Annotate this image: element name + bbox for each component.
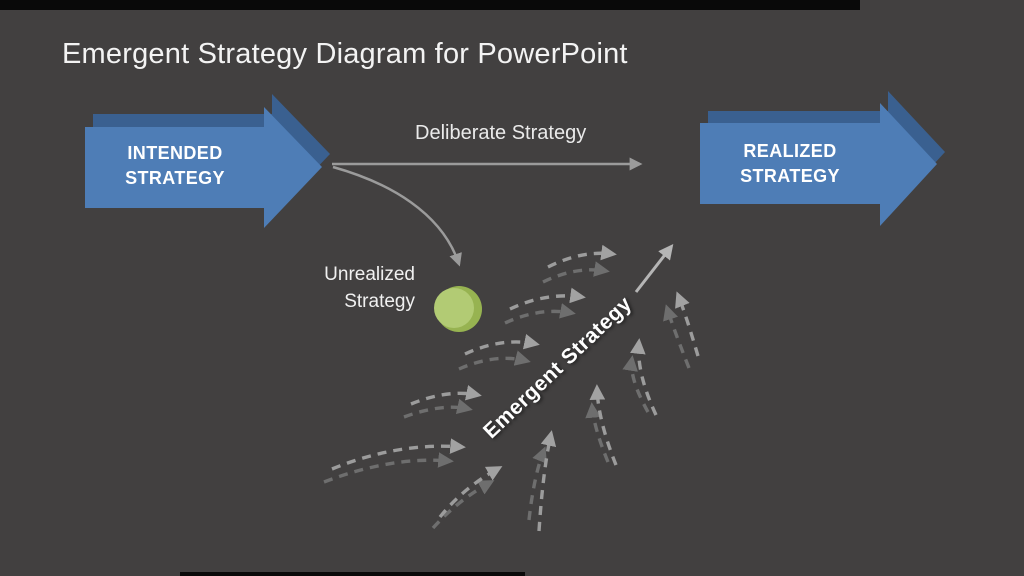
bottom-black-bar <box>180 572 525 576</box>
deliberate-strategy-label: Deliberate Strategy <box>415 122 587 144</box>
dashed-arrow-light <box>630 338 658 416</box>
dashed-arrow-light <box>410 385 482 406</box>
dashed-arrow-light <box>331 438 466 471</box>
intended-strategy-line2: STRATEGY <box>125 168 225 188</box>
realized-strategy-label: REALIZED STRATEGY <box>700 139 880 189</box>
page-title: Emergent Strategy Diagram for PowerPoint <box>62 38 628 70</box>
dashed-arrow-light <box>589 384 618 466</box>
realized-strategy-line1: REALIZED <box>743 141 837 161</box>
dashed-arrow-light <box>547 244 617 269</box>
intended-strategy-label: INTENDED STRATEGY <box>85 141 265 191</box>
unrealized-strategy-dot <box>434 286 482 332</box>
unrealized-strategy-line2: Strategy <box>344 291 415 312</box>
dashed-arrow-dark <box>458 350 531 371</box>
dashed-arrow-dark <box>323 452 454 484</box>
top-black-bar <box>0 0 860 10</box>
dashed-arrow-light <box>438 466 503 519</box>
dashed-arrow-dark <box>504 303 576 325</box>
unrealized-curve-arrow <box>332 165 462 267</box>
dashed-arrow-light <box>464 333 540 356</box>
dashed-arrow-dark <box>663 304 691 369</box>
unrealized-strategy-line1: Unrealized <box>324 264 415 285</box>
dashed-arrow-dark <box>542 261 610 284</box>
solid-emergent-arrow <box>634 244 674 293</box>
dashed-arrow-light <box>537 430 557 532</box>
intended-arrow-shape <box>85 94 330 228</box>
dashed-arrow-dark <box>527 446 547 521</box>
unrealized-strategy-label: Unrealized Strategy <box>288 261 415 315</box>
dashed-arrow-dark <box>585 402 610 463</box>
realized-arrow-body <box>700 103 937 226</box>
emergent-dashed-arrows <box>323 244 700 532</box>
realized-strategy-line2: STRATEGY <box>740 166 840 186</box>
intended-strategy-line1: INTENDED <box>127 143 223 163</box>
dashed-arrow-light <box>675 291 700 357</box>
dashed-arrow-dark <box>431 480 495 530</box>
dashed-arrow-dark <box>622 355 650 413</box>
realized-arrow-shape <box>700 91 945 226</box>
intended-arrow-body <box>85 107 322 228</box>
dashed-arrow-dark <box>403 398 473 419</box>
dashed-arrow-light <box>509 287 586 311</box>
